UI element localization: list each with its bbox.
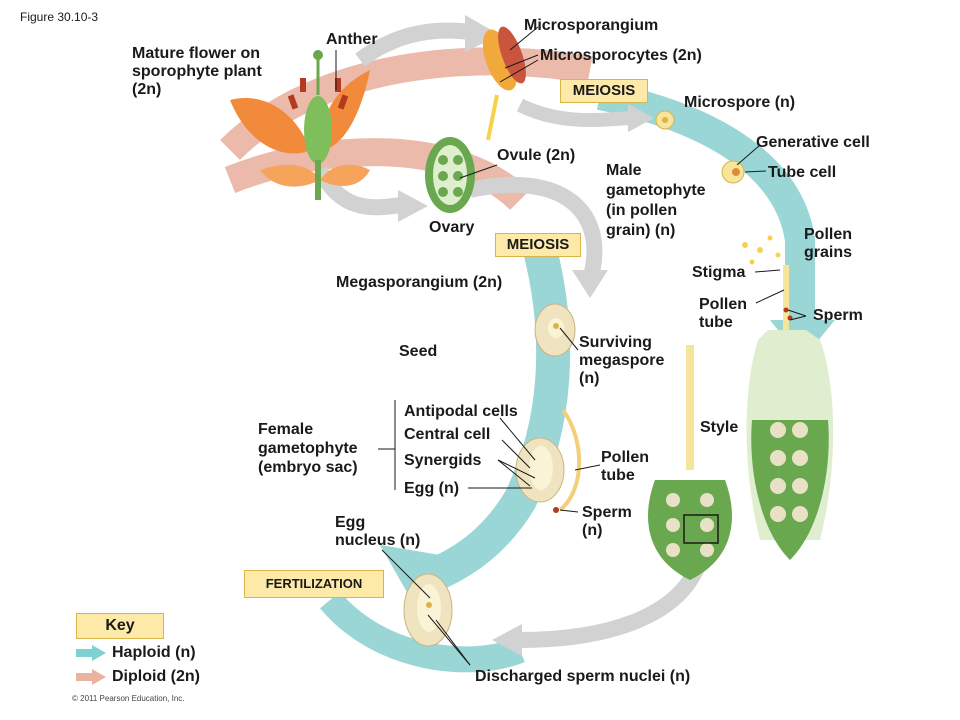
label-pollen-tube-right-line1: Pollen [699, 296, 748, 313]
label-female-gametophyte: Female gametophyte (embryo sac) [258, 420, 358, 477]
fertilized-ovule-illustration [403, 573, 453, 647]
diploid-key-arrow-icon [76, 669, 106, 685]
label-ovary: Ovary [429, 219, 475, 236]
label-female-gametophyte-line1: Female [258, 421, 314, 438]
generative-cell-dot [732, 168, 740, 176]
label-microsporangium: Microsporangium [524, 17, 659, 34]
label-sperm-middle-line2: (n) [582, 522, 603, 539]
label-egg: Egg (n) [404, 480, 460, 497]
grey-arrow-bottom-return [519, 557, 708, 648]
pistil-with-pollen-tube [746, 265, 834, 560]
label-central-cell: Central cell [404, 426, 491, 443]
copyright-text: © 2011 Pearson Education, Inc. [72, 694, 185, 703]
meiosis-box-middle: MEIOSIS [495, 233, 581, 257]
grey-arrowhead-3 [572, 270, 608, 298]
microspore-nucleus [662, 117, 668, 123]
haploid-arc-right [596, 80, 815, 330]
grey-arrow-to-microspore [516, 98, 631, 128]
label-mature-flower: Mature flower on sporophyte plant (2n) [132, 45, 262, 99]
label-sperm-middle-line1: Sperm [582, 504, 632, 521]
label-pollen-tube-right: Pollen tube [699, 296, 747, 332]
label-pollen-tube-middle-line2: tube [601, 467, 635, 484]
label-male-gametophyte: Male gametophyte (in pollen grain) (n) [606, 161, 706, 241]
label-surviving-megaspore-line3: (n) [579, 370, 600, 387]
label-male-gametophyte-line2: gametophyte [606, 182, 706, 199]
label-seed: Seed [399, 343, 438, 360]
grey-arrowhead-2 [398, 190, 428, 222]
grey-arrow-to-microsporangium [355, 22, 472, 67]
meiosis-box-top: MEIOSIS [560, 79, 648, 103]
label-egg-nucleus: Egg nucleus (n) [335, 514, 420, 550]
label-ovule: Ovule (2n) [497, 147, 576, 164]
label-sperm-middle: Sperm (n) [582, 504, 632, 540]
label-sperm-right: Sperm [813, 307, 863, 324]
label-pollen-grains: Pollen grains [804, 226, 852, 262]
key-title-box: Key [76, 613, 164, 639]
label-stigma: Stigma [692, 264, 746, 281]
haploid-band-bottom [320, 591, 525, 673]
haploid-key-arrow-icon [76, 645, 106, 661]
label-microsporocytes: Microsporocytes (2n) [540, 47, 702, 64]
flower-illustration [230, 50, 370, 200]
label-male-gametophyte-line3: (in pollen [606, 202, 678, 219]
label-male-gametophyte-line4: grain) (n) [606, 222, 676, 239]
anther-illustration [482, 26, 526, 141]
label-female-gametophyte-line3: (embryo sac) [258, 459, 358, 476]
label-mature-flower-line2: sporophyte plant [132, 63, 262, 80]
label-mature-flower-line3: (2n) [132, 81, 162, 98]
grey-arrowhead-5 [492, 624, 522, 656]
pollen-grains-scatter [742, 235, 781, 265]
key-haploid-label: Haploid (n) [112, 644, 196, 661]
label-pollen-tube-middle-line1: Pollen [601, 449, 650, 466]
label-surviving-megaspore-line2: megaspore [579, 352, 665, 369]
label-megasporangium: Megasporangium (2n) [336, 274, 503, 291]
label-pollen-tube-middle: Pollen tube [601, 449, 649, 485]
style-pistil-middle [648, 345, 732, 580]
label-female-gametophyte-line2: gametophyte [258, 440, 358, 457]
label-tube-cell: Tube cell [768, 164, 837, 181]
key-diploid-label: Diploid (2n) [112, 668, 200, 685]
label-pollen-grains-line2: grains [804, 244, 853, 261]
ovary-illustration [425, 137, 475, 213]
figure-label: Figure 30.10-3 [20, 10, 99, 24]
label-anther: Anther [326, 31, 378, 48]
key-row-haploid: Haploid (n) [76, 644, 196, 662]
label-discharged-sperm-nuclei: Discharged sperm nuclei (n) [475, 668, 691, 685]
label-pollen-grains-line1: Pollen [804, 226, 853, 243]
key-row-diploid: Diploid (2n) [76, 668, 200, 686]
label-mature-flower-line1: Mature flower on [132, 45, 261, 62]
label-antipodal-cells: Antipodal cells [404, 403, 518, 420]
label-egg-nucleus-line2: nucleus (n) [335, 532, 421, 549]
label-pollen-tube-right-line2: tube [699, 314, 733, 331]
label-male-gametophyte-line1: Male [606, 162, 642, 179]
label-surviving-megaspore: Surviving megaspore (n) [579, 334, 664, 388]
grey-arrowhead-4 [628, 104, 654, 132]
label-synergids: Synergids [404, 452, 482, 469]
label-surviving-megaspore-line1: Surviving [579, 334, 652, 351]
label-style: Style [700, 419, 739, 436]
label-egg-nucleus-line1: Egg [335, 514, 366, 531]
grey-arrow-to-megasporangium [468, 176, 603, 283]
megasporangium-illustration [534, 303, 576, 357]
grey-arrowhead-1 [465, 15, 500, 52]
embryo-sac-illustration [515, 408, 582, 513]
label-generative-cell: Generative cell [756, 134, 870, 151]
leader-lines [335, 26, 807, 666]
label-microspore: Microspore (n) [684, 94, 796, 111]
fertilization-box: FERTILIZATION [244, 570, 384, 598]
